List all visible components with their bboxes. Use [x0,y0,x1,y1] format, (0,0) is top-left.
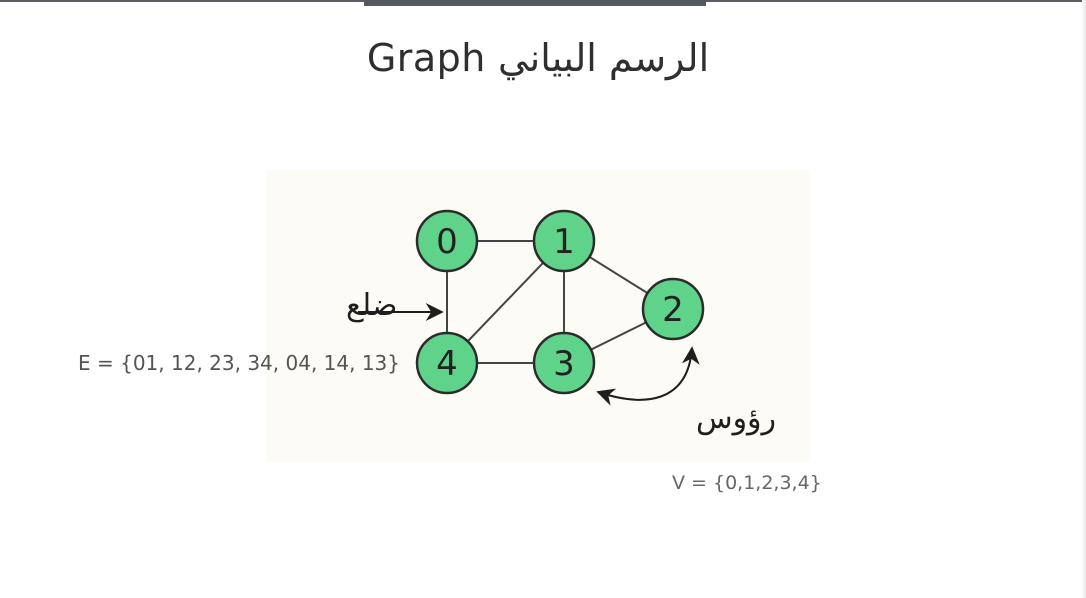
graph-node-label-1: 1 [553,222,575,262]
nodes-layer: 0 1 2 3 4 [415,209,705,395]
graph-node-label-0: 0 [436,222,458,262]
edge-label: ضلع [346,288,397,323]
vertex-set-text: V = {0,1,2,3,4} [672,472,822,494]
graph-node-0 [415,209,479,273]
graph-diagram: 0 1 2 3 4 ضلع رؤوس [346,209,776,436]
graph-node-label-4: 4 [436,344,458,384]
slide-title: الرسم البياني Graph [366,36,710,80]
graph-node-label-3: 3 [553,344,575,384]
graph-node-2 [641,277,705,341]
graph-node-3 [532,331,596,395]
top-progress-bar [364,0,706,6]
graph-node-4 [415,331,479,395]
right-edge-shadow [1082,0,1086,598]
edge-set-text: E = {01, 12, 23, 34, 04, 14, 13} [78,351,400,375]
vertices-label: رؤوس [696,401,776,436]
graph-node-1 [532,209,596,273]
vertices-label-arrow [596,346,700,406]
graph-node-label-2: 2 [662,290,684,330]
graph-figure: 0 1 2 3 4 ضلع رؤوس [266,170,810,462]
